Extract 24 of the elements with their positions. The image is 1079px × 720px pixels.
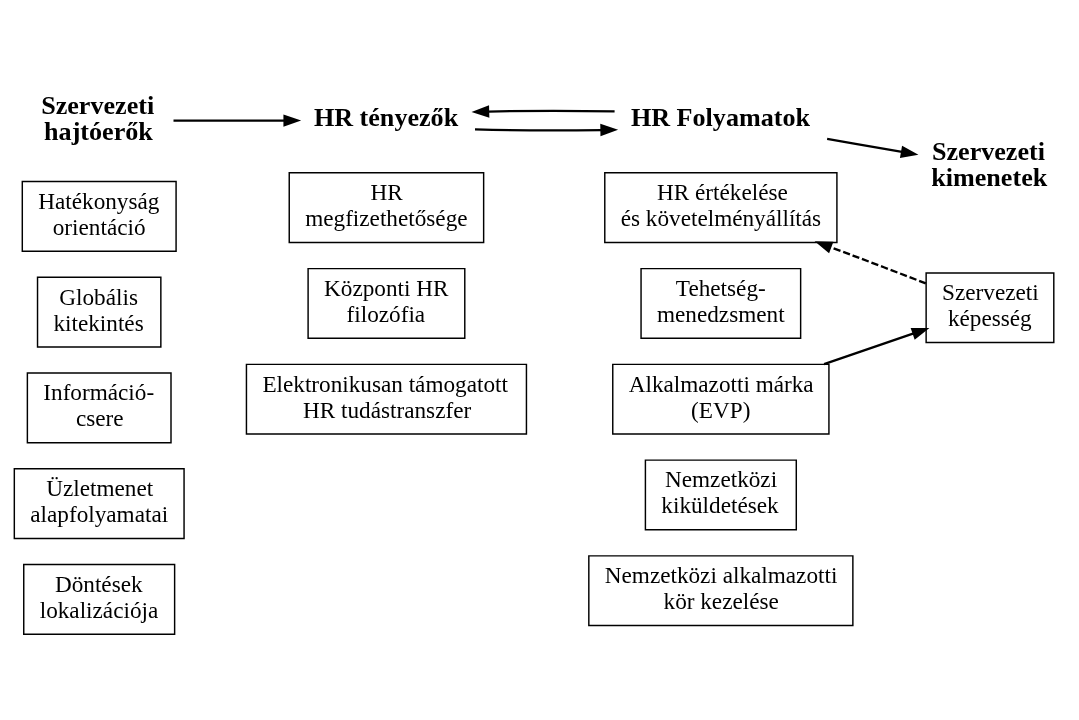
node-box: Alkalmazotti márka (EVP) <box>612 363 830 435</box>
node-box: Üzletmenet alapfolyamatai <box>13 468 185 540</box>
node-box: Központi HR filozófia <box>307 267 466 339</box>
arrow <box>474 123 619 137</box>
node-box: HR értékelése és követelményállítás <box>604 172 838 244</box>
arrow <box>173 114 302 127</box>
arrow <box>471 105 615 118</box>
arrow <box>823 327 930 366</box>
arrow <box>814 241 927 285</box>
arrow <box>826 137 919 158</box>
node-text: Szervezeti kimenetek <box>931 137 1048 193</box>
node-text: HR tényezők <box>313 102 459 132</box>
node-box: HR megfizethetősége <box>288 172 485 244</box>
node-text: HR Folyamatok <box>630 102 811 132</box>
node-box: Szervezeti képesség <box>925 272 1055 344</box>
node-box: Hatékonyság orientáció <box>21 180 177 252</box>
node-box: Globális kitekintés <box>36 276 162 348</box>
node-box: Információ- csere <box>26 372 172 444</box>
node-box: Nemzetközi alkalmazotti kör kezelése <box>588 555 854 627</box>
node-box: Nemzetközi kiküldetések <box>644 459 797 531</box>
node-box: Elektronikusan támogatott HR tudástranszfer <box>245 363 528 435</box>
node-box: Tehetség- menedzsment <box>640 267 802 339</box>
node-box: Döntések lokalizációja <box>23 563 176 635</box>
node-text: Szervezeti hajtóerők <box>41 90 155 147</box>
